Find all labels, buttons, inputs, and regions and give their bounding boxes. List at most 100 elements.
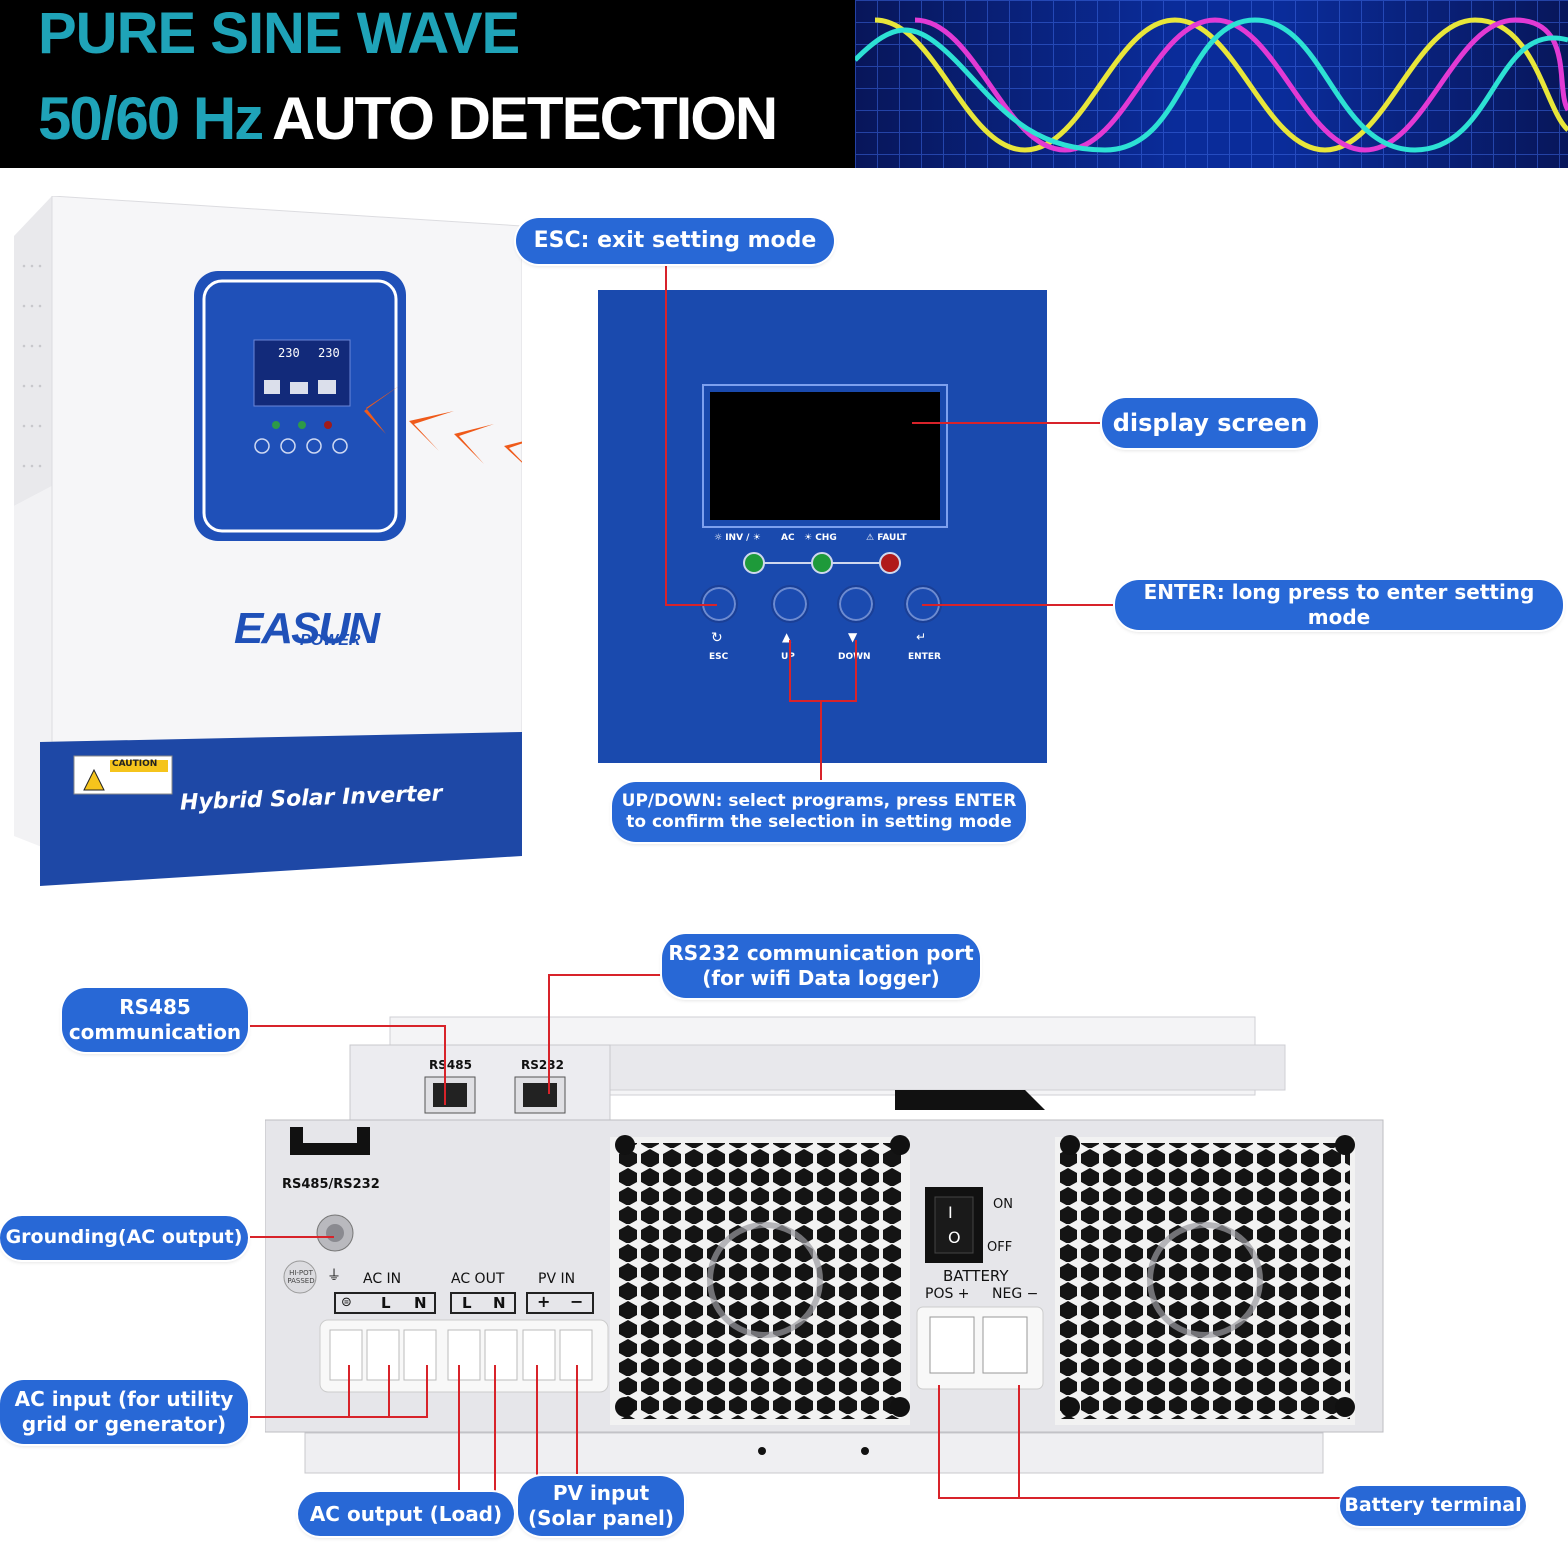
display-screen (710, 392, 940, 520)
acin-leader-v3 (426, 1365, 428, 1417)
up-button[interactable] (771, 585, 809, 623)
pv-in-label: PV IN (538, 1271, 576, 1287)
callout-ac-input: AC input (for utility grid or generator) (0, 1380, 248, 1444)
banner-frequency: 50/60 Hz (38, 85, 264, 152)
acout-leader-v2 (494, 1365, 496, 1493)
inverter-front-image: 230 230 EASUN POWER CAUTION Hybrid Solar… (14, 195, 544, 886)
enter-label: ENTER (908, 652, 941, 662)
callout-ac-output: AC output (Load) (298, 1492, 514, 1536)
ground-symbol-icon: ⏚ (327, 1268, 341, 1284)
port-rs485-label: RS485 (429, 1058, 472, 1072)
callout-pv-input: PV input (Solar panel) (518, 1476, 684, 1536)
callout-pv-input-line2: (Solar panel) (527, 1506, 675, 1530)
display-leader (912, 422, 1104, 424)
acin-leader-v2 (388, 1365, 390, 1417)
acin-leader-v1 (348, 1365, 350, 1417)
caution-label: CAUTION (112, 759, 158, 769)
down-button[interactable] (837, 585, 875, 623)
callout-ac-input-line2: grid or generator) (21, 1412, 227, 1436)
esc-leader (665, 265, 667, 605)
led-inv (743, 552, 765, 574)
callout-rs232-line2: (for wifi Data logger) (702, 966, 940, 990)
callout-rs232-line1: RS232 communication port (668, 941, 974, 965)
sine-wave-graphic (853, 0, 1568, 168)
callout-updown-line1: UP/DOWN: select programs, press ENTER (621, 790, 1017, 811)
brand-logo-main: EASUN (234, 604, 380, 653)
callout-ac-input-line1: AC input (for utility (14, 1387, 234, 1411)
ac-in-label: AC IN (363, 1271, 402, 1287)
rs232-port[interactable] (519, 1077, 569, 1113)
lcd-output-value: 230 (318, 346, 340, 360)
indicator-ac-label: AC (781, 533, 795, 543)
callout-enter: ENTER: long press to enter setting mode (1115, 580, 1563, 630)
port-rs232-label: RS232 (521, 1058, 564, 1072)
callout-updown-line2: to confirm the selection in setting mode (626, 812, 1012, 832)
callout-grounding: Grounding(AC output) (0, 1216, 248, 1260)
brand-logo-sub: POWER (300, 632, 361, 649)
switch-i-mark: I (948, 1203, 953, 1222)
battery-leader-h (938, 1497, 1342, 1499)
battery-leader-v2 (1018, 1385, 1020, 1499)
acin-leader-h (250, 1416, 428, 1418)
header-banner: PURE SINE WAVE 50/60 Hz AUTO DETECTION (0, 0, 1568, 168)
pv-leader-v1 (536, 1365, 538, 1477)
inverter-bottom-image: RS485 RS232 RS485/RS232 HI-POT PASSED ⏚ … (264, 1015, 1385, 1485)
switch-off-label: OFF (987, 1240, 1013, 1255)
display-frame (702, 384, 948, 528)
acout-leader-v1 (458, 1365, 460, 1493)
callout-rs485-line2: communication (68, 1020, 242, 1044)
ac-out-n: N (493, 1294, 506, 1312)
ac-out-l: L (462, 1294, 472, 1312)
esc-icon: ↻ (711, 630, 723, 646)
ac-out-label: AC OUT (451, 1271, 505, 1287)
up-label: UP (781, 652, 795, 662)
earth-terminal-icon: ⊜ (341, 1295, 352, 1310)
rs232-leader-v (548, 974, 550, 1094)
rs485-leader-v (444, 1025, 446, 1105)
port-combo-label: RS485/RS232 (282, 1177, 380, 1192)
updown-leader-h (789, 700, 857, 702)
battery-neg-label: NEG − (992, 1286, 1039, 1302)
battery-leader-v1 (938, 1385, 940, 1499)
enter-leader (922, 604, 1116, 606)
callout-updown: UP/DOWN: select programs, press ENTER to… (612, 782, 1026, 842)
esc-leader-h (665, 604, 717, 606)
rs485-leader-h (250, 1025, 446, 1027)
callout-pv-input-line1: PV input (552, 1481, 650, 1505)
control-panel-closeup: ☼ INV / ☀ AC ☀ CHG ⚠ FAULT ↻ ▲ ▼ ↵ ESC U… (598, 290, 1047, 763)
down-arrow-icon: ▼ (848, 630, 858, 644)
callout-battery: Battery terminal (1340, 1486, 1526, 1526)
enter-icon: ↵ (916, 630, 927, 644)
lcd-input-value: 230 (278, 346, 300, 360)
banner-title-line2: AUTO DETECTION (272, 85, 778, 152)
pv-minus: − (570, 1292, 584, 1311)
ac-in-n: N (414, 1294, 427, 1312)
led-chg (811, 552, 833, 574)
pv-leader-v2 (576, 1365, 578, 1477)
grounding-leader (250, 1236, 334, 1238)
updown-leader-v (820, 700, 822, 782)
battery-label: BATTERY (943, 1267, 1009, 1285)
callout-display: display screen (1102, 398, 1318, 448)
esc-label: ESC (709, 652, 729, 662)
battery-pos-label: POS + (925, 1286, 970, 1302)
up-arrow-icon: ▲ (782, 630, 792, 644)
callout-rs485: RS485 communication (62, 988, 248, 1052)
down-leader (855, 640, 857, 701)
rs485-port[interactable] (429, 1077, 479, 1113)
down-label: DOWN (838, 652, 871, 662)
banner-title-line1: PURE SINE WAVE (38, 1, 520, 66)
callout-rs485-line1: RS485 (119, 995, 191, 1019)
indicator-fault-label: ⚠ FAULT (866, 533, 907, 543)
indicator-chg-label: ☀ CHG (804, 533, 837, 543)
callout-rs232: RS232 communication port (for wifi Data … (662, 934, 980, 998)
callout-esc: ESC: exit setting mode (516, 218, 834, 264)
pv-plus: + (537, 1292, 551, 1311)
switch-on-label: ON (993, 1197, 1013, 1212)
ground-screw[interactable] (317, 1215, 353, 1251)
hipot-badge: HI-POT PASSED (287, 1269, 315, 1285)
brand-logo: EASUN (234, 604, 380, 654)
power-switch[interactable] (925, 1187, 983, 1263)
led-fault (879, 552, 901, 574)
rs232-leader-h (548, 974, 662, 976)
